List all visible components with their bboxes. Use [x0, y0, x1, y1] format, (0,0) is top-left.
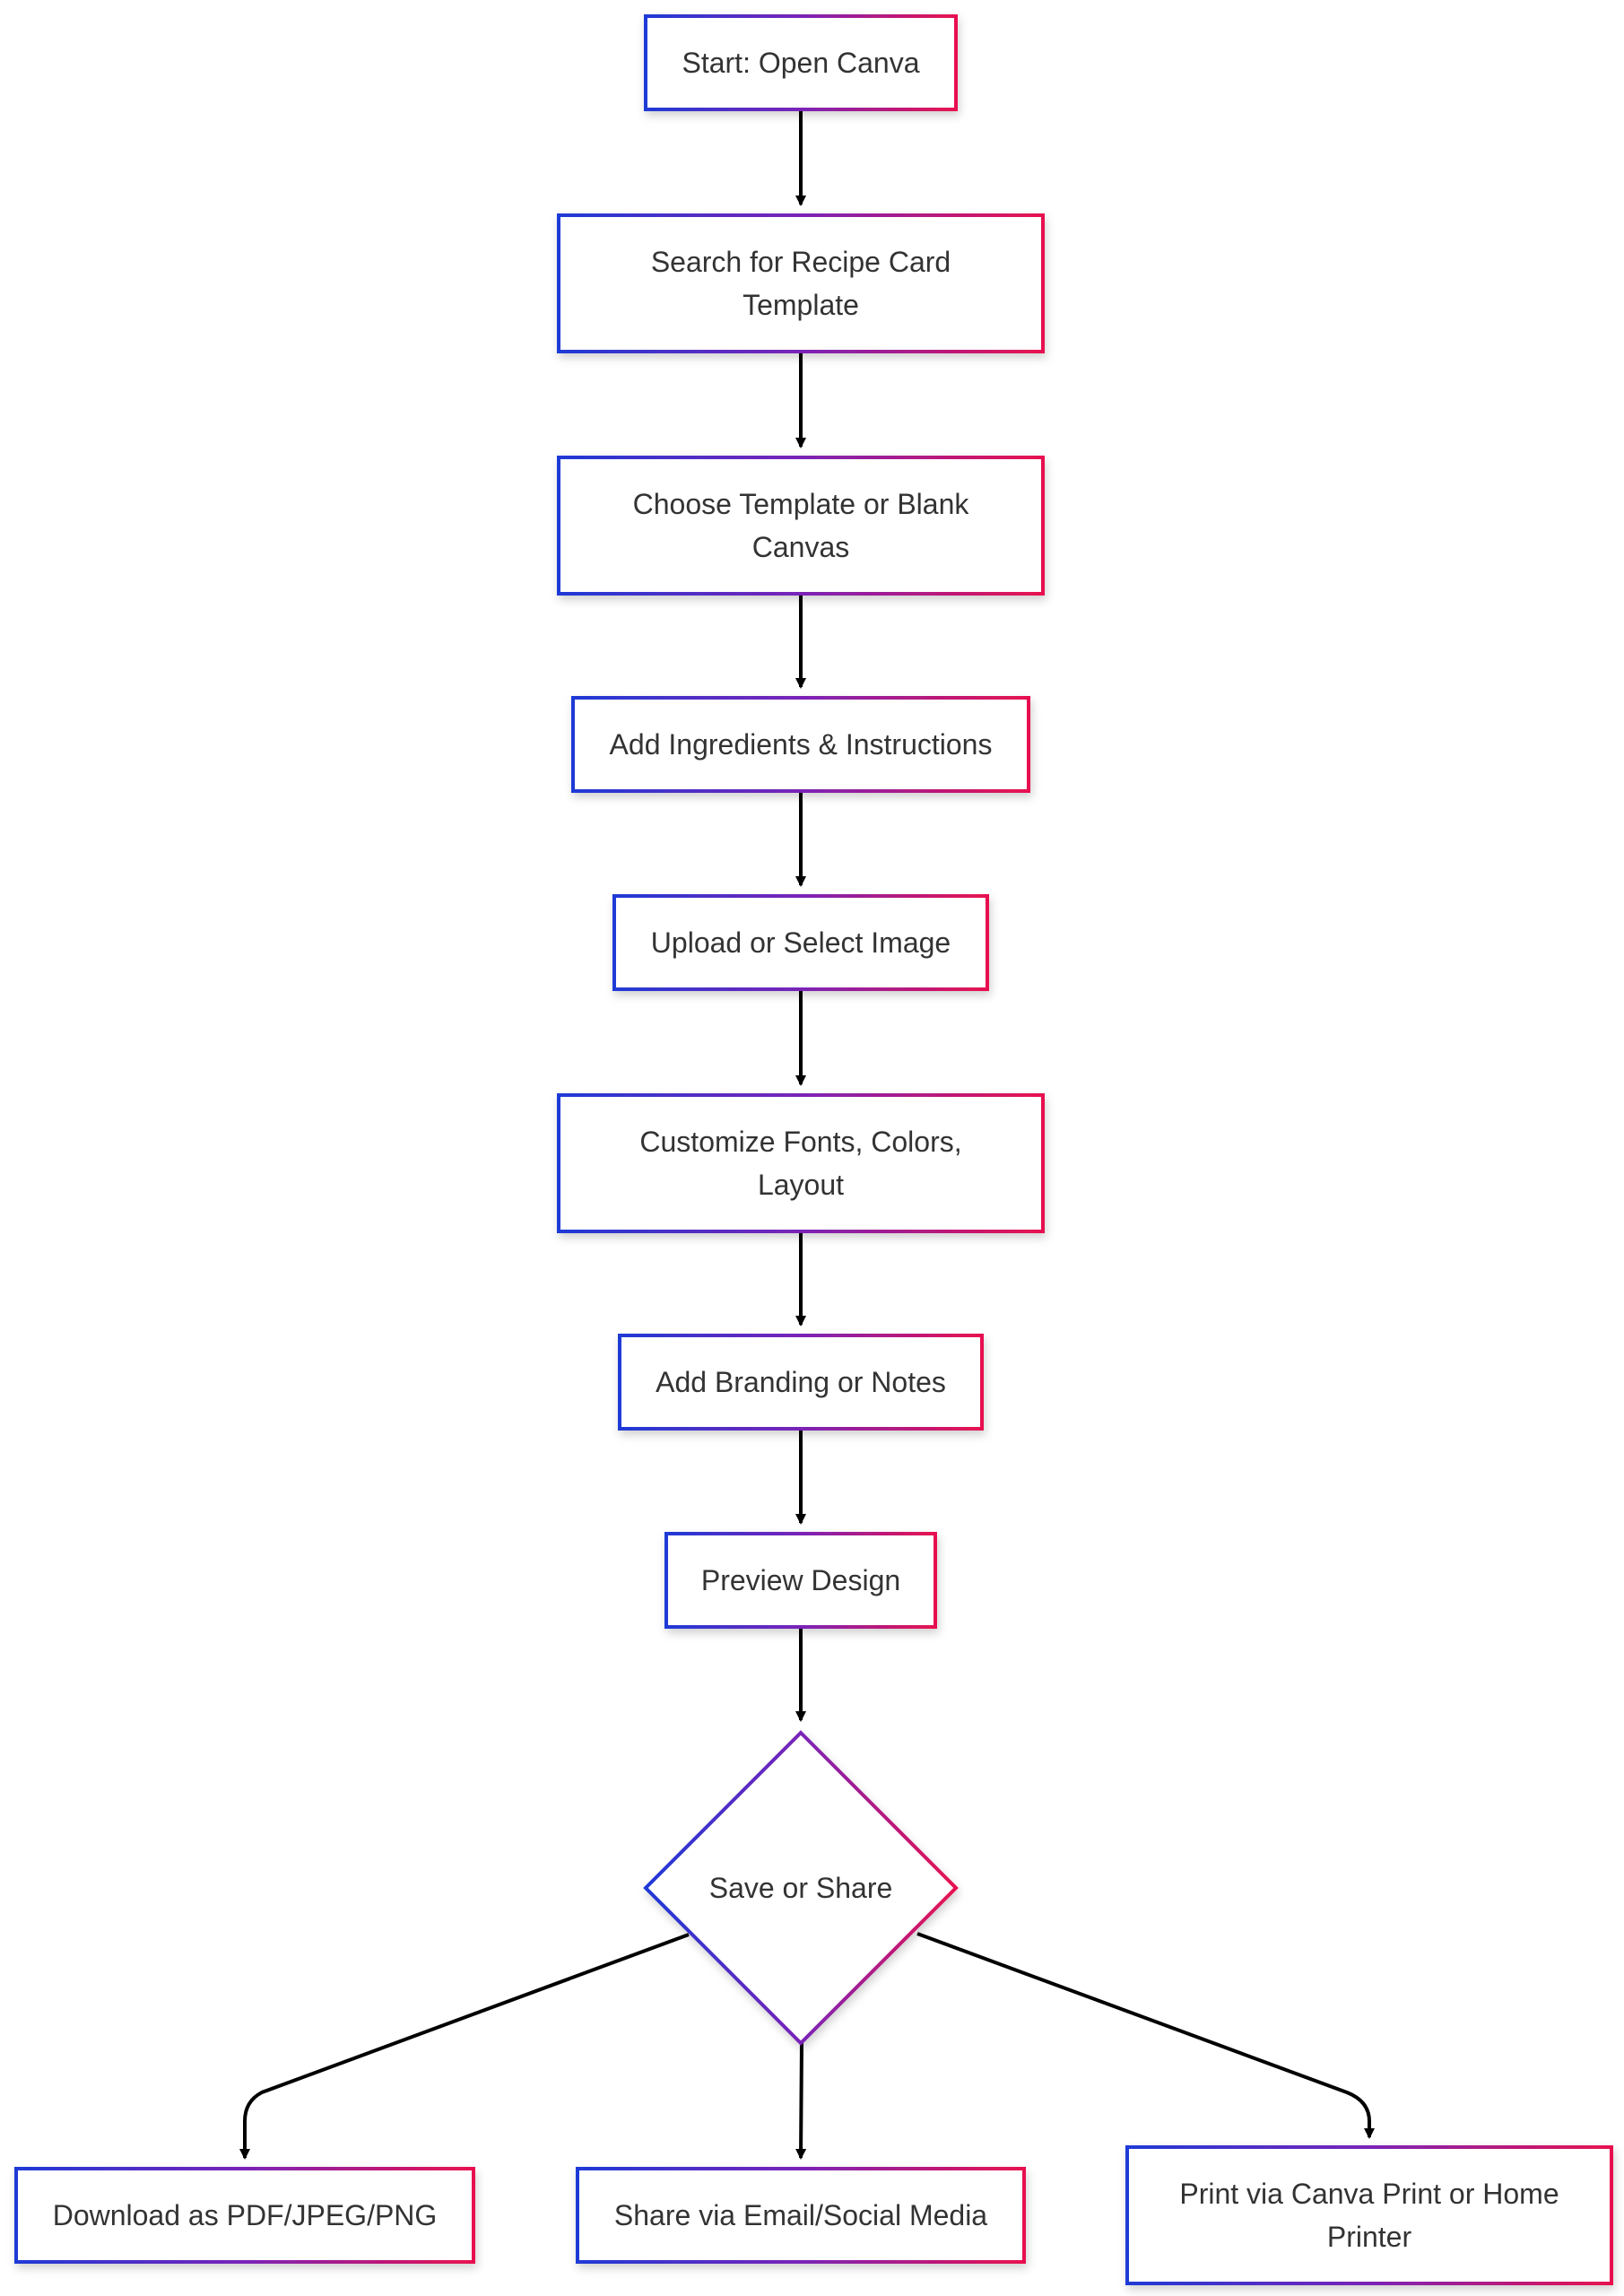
node-label-line: Add Ingredients & Instructions — [610, 728, 993, 761]
node-label-line: Start: Open Canva — [682, 47, 919, 79]
node-box — [557, 1093, 1045, 1233]
node-upload: Upload or Select Image — [612, 894, 989, 991]
node-label-line: Customize Fonts, Colors, — [639, 1126, 961, 1158]
node-box — [14, 2167, 475, 2264]
node-label-line: Printer — [1327, 2221, 1412, 2253]
node-start: Start: Open Canva — [644, 14, 958, 111]
node-share: Share via Email/Social Media — [576, 2167, 1026, 2264]
node-box — [618, 1334, 984, 1431]
edges-layer — [239, 109, 1375, 2160]
node-box — [576, 2167, 1026, 2264]
node-label-line: Save or Share — [709, 1872, 893, 1904]
node-label-line: Template — [743, 289, 859, 321]
node-label-line: Canvas — [752, 531, 850, 563]
edge-decision-print — [916, 1932, 1375, 2139]
node-box — [571, 696, 1030, 793]
node-ingredients: Add Ingredients & Instructions — [571, 696, 1030, 793]
node-box — [557, 213, 1045, 353]
node-customize: Customize Fonts, Colors, Layout — [557, 1093, 1045, 1233]
decision-diamond — [643, 1730, 959, 2046]
node-preview: Preview Design — [664, 1532, 937, 1629]
node-label-line: Print via Canva Print or Home — [1179, 2178, 1559, 2210]
node-label-line: Search for Recipe Card — [651, 246, 951, 278]
node-download: Download as PDF/JPEG/PNG — [14, 2167, 475, 2264]
node-decision: Save or Share — [643, 1730, 959, 2046]
node-label-line: Add Branding or Notes — [656, 1366, 946, 1398]
node-box — [664, 1532, 937, 1629]
edge-decision-download — [239, 1933, 690, 2160]
node-box — [644, 14, 958, 111]
node-label-line: Upload or Select Image — [651, 926, 951, 959]
node-box — [557, 456, 1045, 596]
node-label-line: Download as PDF/JPEG/PNG — [53, 2199, 438, 2231]
node-box — [612, 894, 989, 991]
node-label-line: Preview Design — [701, 1564, 900, 1596]
node-label-line: Layout — [758, 1169, 844, 1201]
node-branding: Add Branding or Notes — [618, 1334, 984, 1431]
node-box — [1125, 2145, 1613, 2285]
edge-decision-share — [795, 2042, 807, 2160]
node-label-line: Share via Email/Social Media — [614, 2199, 987, 2231]
node-label-line: Choose Template or Blank — [633, 488, 970, 520]
